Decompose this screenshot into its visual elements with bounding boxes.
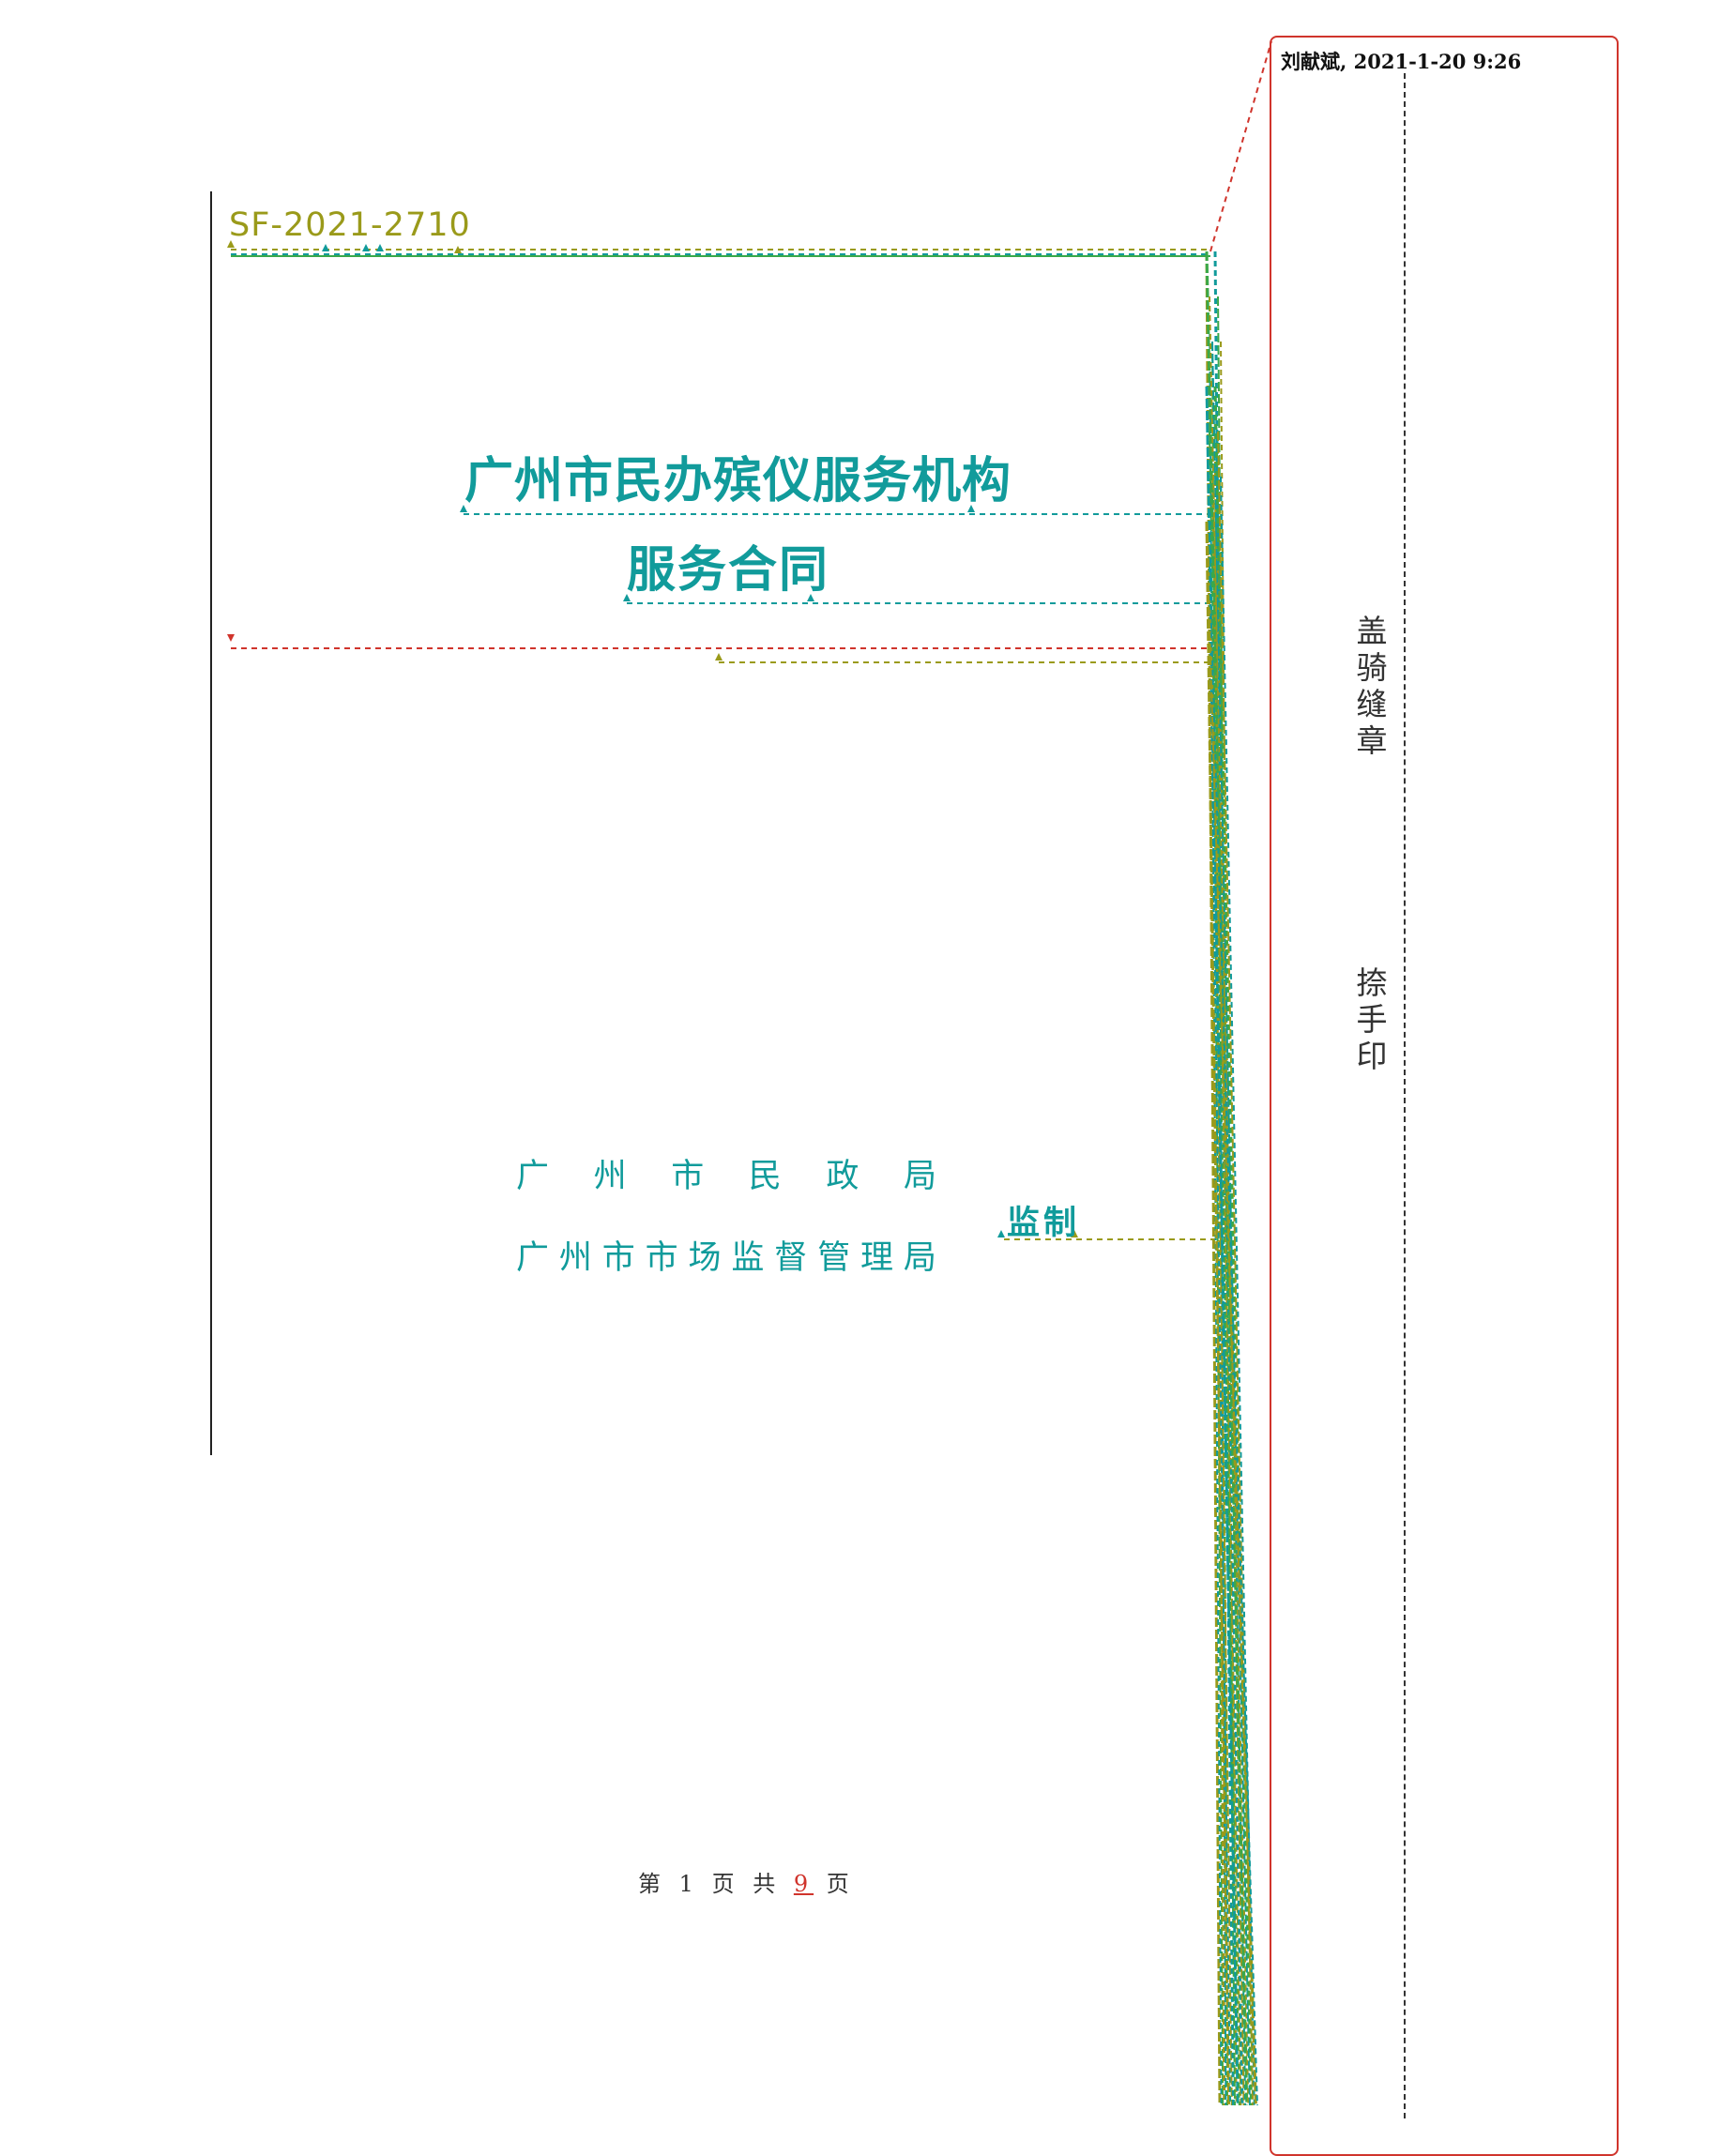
- marker: [1071, 1230, 1078, 1237]
- left-margin-rule: [210, 191, 212, 1455]
- issuer-char: 局: [903, 1158, 936, 1195]
- total-pages-number: 9: [793, 1871, 814, 1897]
- current-page-number: 1: [678, 1871, 699, 1897]
- issuer-civil-affairs-bureau: 广 州 市 民 政 局: [516, 1149, 936, 1197]
- issuer-char: 市: [645, 1239, 678, 1277]
- issuer-market-regulation-bureau: 广 州 市 市 场 监 督 管 理 局: [516, 1231, 936, 1279]
- marker: [997, 1230, 1005, 1237]
- supervised-label: 监制: [1007, 1205, 1081, 1242]
- issuer-char: 管: [817, 1239, 851, 1277]
- marker: [322, 244, 329, 251]
- issuer-char: 监: [731, 1239, 765, 1277]
- issuer-char: 督: [774, 1239, 808, 1277]
- seal-fold-line: [1404, 73, 1406, 2118]
- bundle-line: [1205, 521, 1231, 2105]
- marker: [376, 244, 384, 251]
- bundle-line: [1209, 566, 1258, 2105]
- issuer-char: 市: [671, 1158, 705, 1195]
- comment-connector-line: [1209, 40, 1272, 252]
- issuer-char: 民: [748, 1158, 782, 1195]
- page-footer: 第 1 页 共 9 页: [638, 1865, 855, 1898]
- footer-suffix: 页: [826, 1871, 855, 1897]
- comment-balloon[interactable]: [1270, 36, 1619, 2156]
- document-title-line2: 服务合同: [627, 542, 830, 599]
- marker: [227, 240, 235, 248]
- thumbprint-text: 捺手印: [1351, 966, 1388, 1076]
- marker: [227, 634, 235, 642]
- issuer-char: 理: [860, 1239, 894, 1277]
- issuer-char: 州: [593, 1158, 627, 1195]
- revision-line-bundle: [1205, 251, 1258, 2105]
- issuer-char: 局: [903, 1239, 936, 1277]
- marker: [623, 594, 631, 601]
- issuer-char: 场: [688, 1239, 722, 1277]
- bundle-line: [1211, 611, 1233, 2105]
- issuer-char: 政: [826, 1158, 860, 1195]
- marker: [967, 505, 975, 512]
- contract-number: SF-2021-2710: [229, 206, 471, 244]
- cross-page-seal-text: 盖骑缝章: [1351, 615, 1388, 761]
- footer-prefix: 第: [638, 1871, 666, 1897]
- issuer-char: 州: [558, 1239, 592, 1277]
- bundle-line: [1205, 521, 1257, 2105]
- marker: [454, 246, 462, 253]
- bundle-line: [1213, 386, 1254, 2105]
- marker: [715, 653, 723, 660]
- bundle-line: [1209, 566, 1232, 2105]
- comment-author-time: 刘献斌, 2021-1-20 9:26: [1281, 50, 1522, 73]
- footer-middle: 页 共: [711, 1871, 782, 1897]
- bundle-line: [1211, 341, 1251, 2105]
- marker: [362, 244, 370, 251]
- marker: [460, 505, 467, 512]
- revision-tracking-lines: [227, 40, 1272, 2105]
- issuer-char: 广: [516, 1158, 550, 1195]
- issuer-char: 广: [516, 1239, 550, 1277]
- bundle-line: [1205, 251, 1249, 2105]
- bundle-line: [1209, 431, 1240, 2105]
- issuer-char: 市: [601, 1239, 635, 1277]
- document-title-line1: 广州市民办殡仪服务机构: [464, 453, 1012, 509]
- marker: [807, 594, 814, 601]
